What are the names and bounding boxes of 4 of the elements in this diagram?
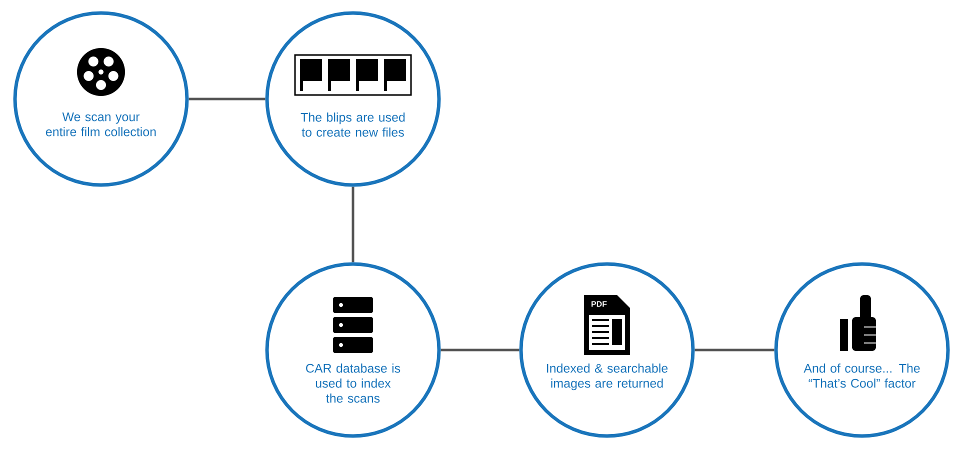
connector-line <box>188 98 266 100</box>
connector-line <box>352 186 354 262</box>
connector-line <box>440 348 520 352</box>
connector-line <box>694 348 774 352</box>
